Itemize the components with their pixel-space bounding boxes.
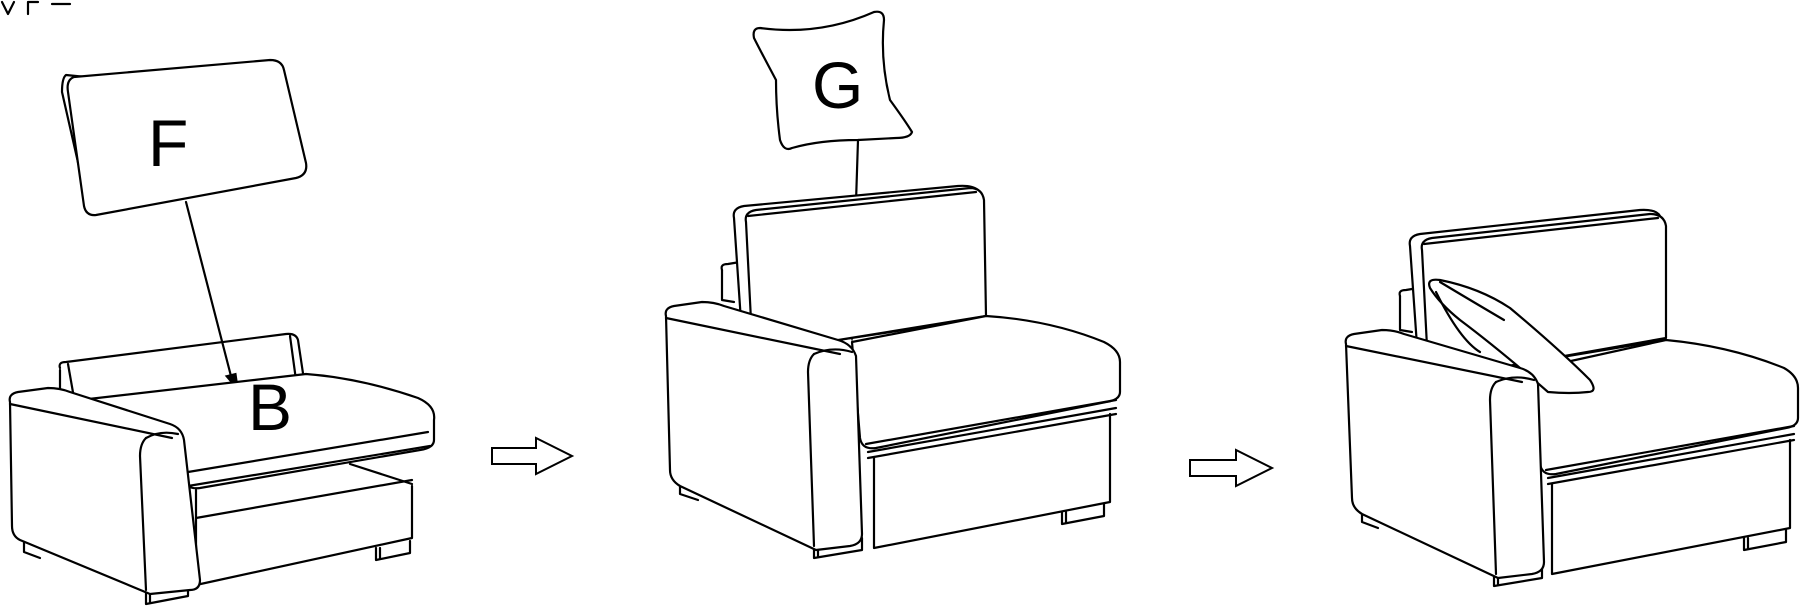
step-1-figure: F B bbox=[10, 60, 435, 604]
step-3-figure bbox=[1346, 210, 1798, 586]
pointer-f-to-b bbox=[186, 202, 241, 395]
sofa-module-step-2 bbox=[666, 186, 1120, 558]
back-cushion-f: F bbox=[62, 60, 306, 215]
sofa-module-step-1: B bbox=[10, 334, 435, 604]
heading-fragment bbox=[2, 2, 70, 14]
sofa-module-step-3 bbox=[1346, 210, 1798, 586]
step-arrow-1 bbox=[492, 438, 572, 474]
label-b: B bbox=[248, 370, 292, 444]
label-g: G bbox=[812, 48, 863, 122]
step-2-figure: G bbox=[666, 12, 1120, 558]
pillow-g: G bbox=[754, 12, 912, 149]
label-f: F bbox=[148, 106, 188, 180]
step-arrow-2 bbox=[1190, 450, 1272, 486]
